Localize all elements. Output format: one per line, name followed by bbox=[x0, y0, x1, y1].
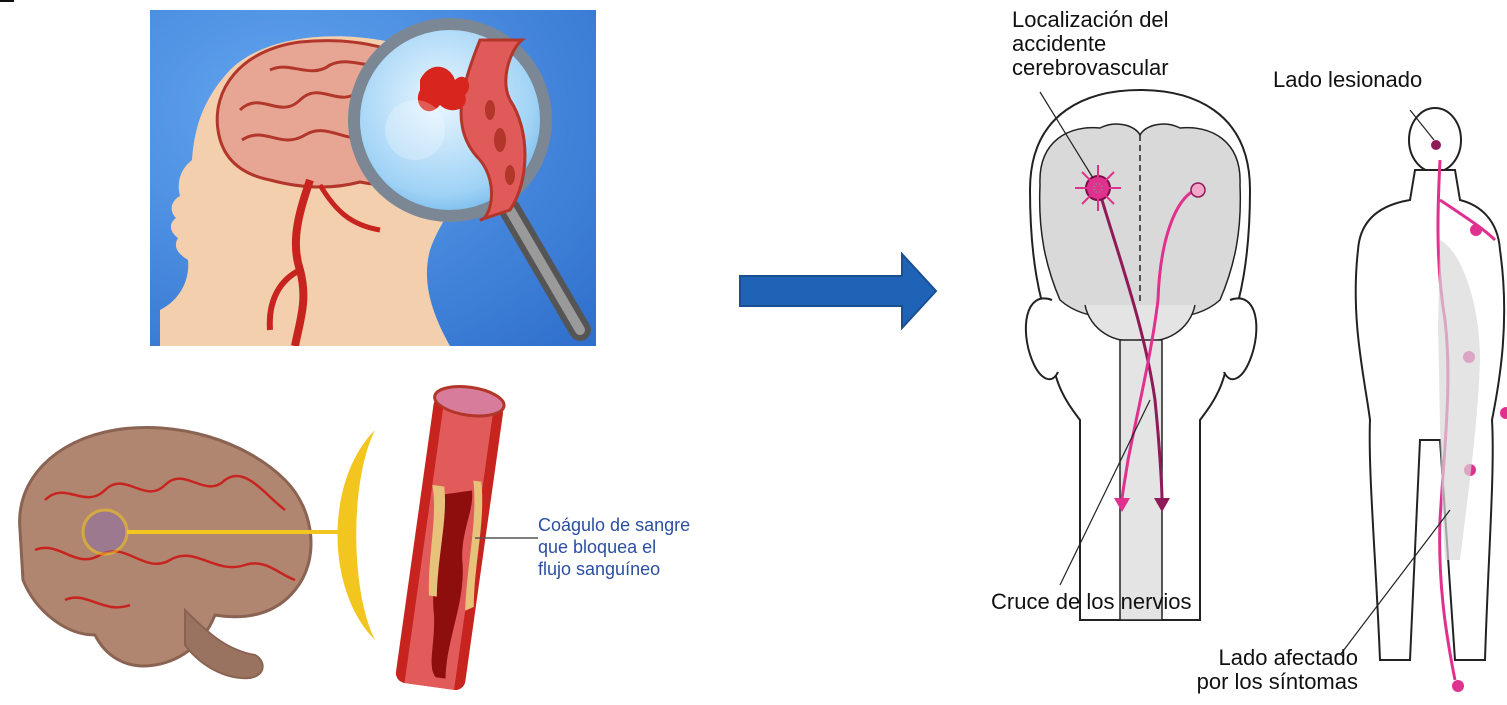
stroke-location-line1: Localización del bbox=[1012, 8, 1169, 32]
stroke-location-line3: cerebrovascular bbox=[1012, 56, 1169, 80]
corner-mark bbox=[0, 0, 14, 2]
clot-label-line1: Coágulo de sangre bbox=[538, 514, 748, 536]
affected-side-line1: Lado afectado bbox=[1188, 646, 1358, 670]
stroke-location-line2: accidente bbox=[1012, 32, 1169, 56]
nerve-crossing-label: Cruce de los nervios bbox=[991, 590, 1192, 614]
clot-label: Coágulo de sangre que bloquea el flujo s… bbox=[538, 514, 748, 580]
affected-side-label: Lado afectado por los síntomas bbox=[1188, 646, 1358, 694]
nerve-crossing-diagram: Localización del accidente cerebrovascul… bbox=[940, 0, 1507, 701]
right-arrow-icon bbox=[738, 252, 938, 330]
stroke-location-label: Localización del accidente cerebrovascul… bbox=[1012, 8, 1169, 80]
clot-label-line3: flujo sanguíneo bbox=[538, 558, 748, 580]
head-stroke-illustration bbox=[150, 10, 596, 346]
affected-side-line2: por los síntomas bbox=[1188, 670, 1358, 694]
injured-side-label: Lado lesionado bbox=[1273, 68, 1422, 92]
clot-label-line2: que bloquea el bbox=[538, 536, 748, 558]
